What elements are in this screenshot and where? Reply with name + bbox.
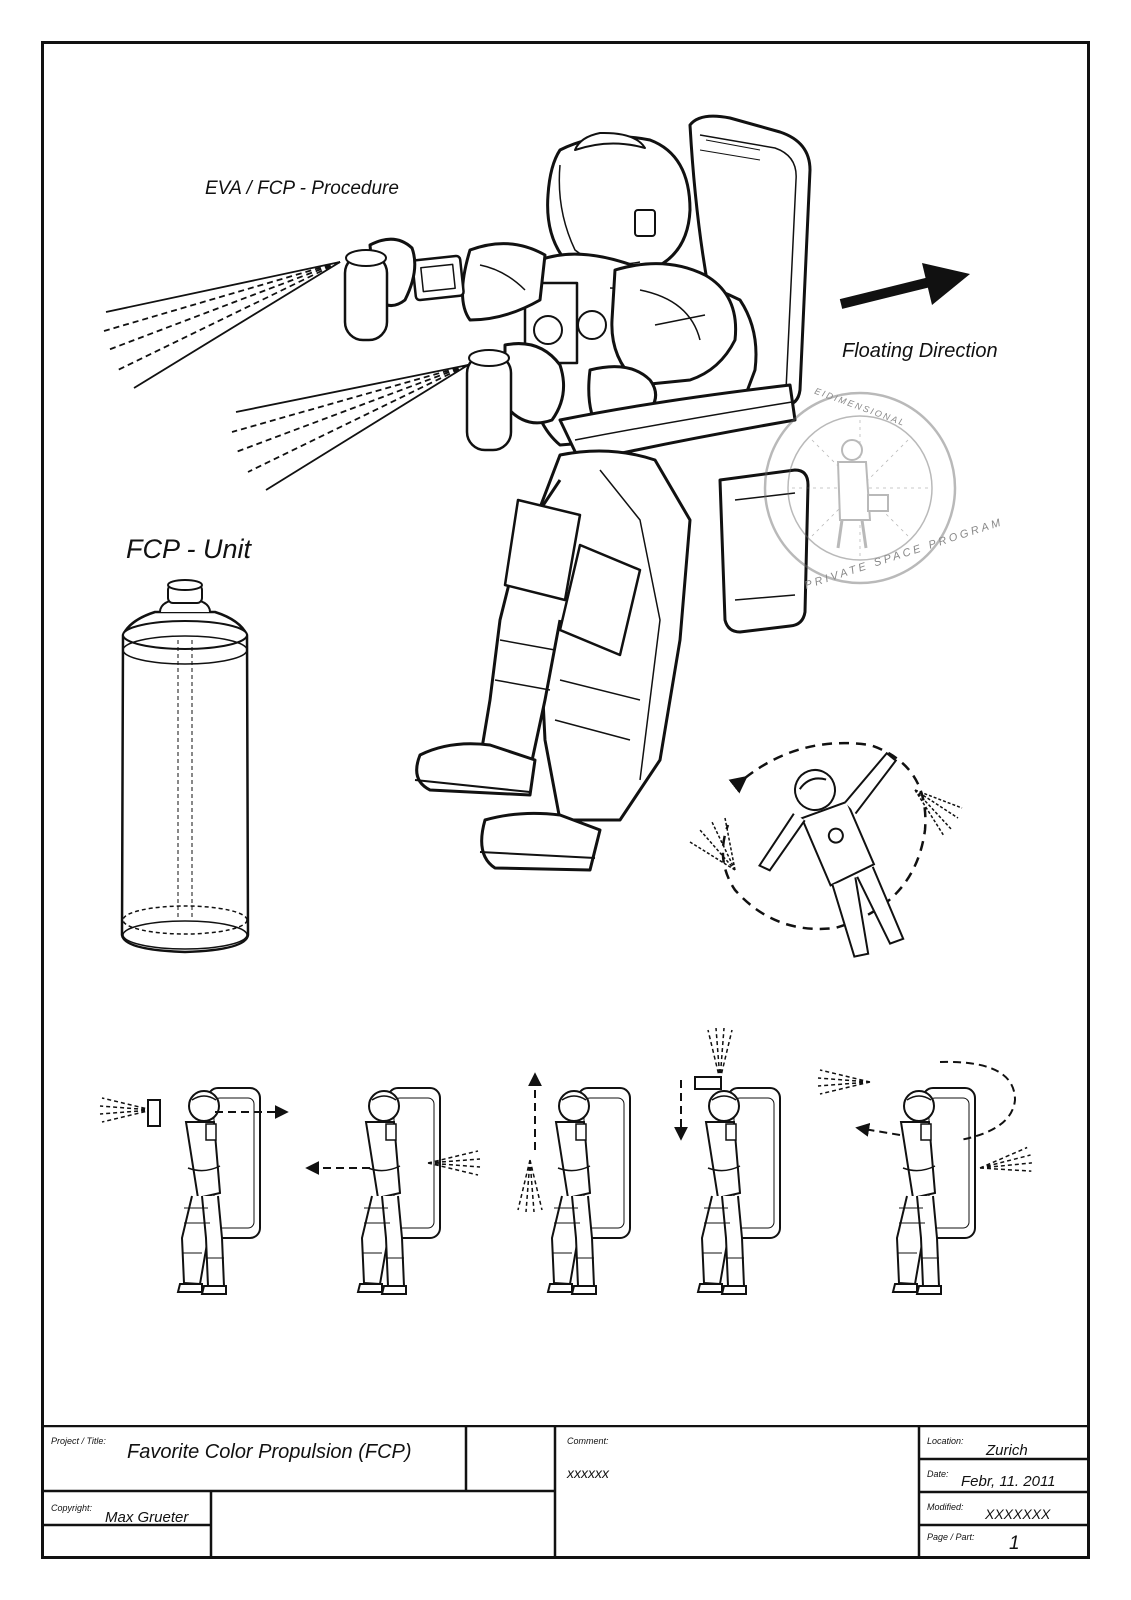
drawing-sheet-border [41,41,1090,1559]
title-block-grid [41,1425,1090,1559]
procedure-label: EVA / FCP - Procedure [205,178,399,199]
comment-caption: Comment: [567,1436,609,1446]
date-caption: Date: [927,1469,949,1479]
project-title: Favorite Color Propulsion (FCP) [127,1441,412,1463]
page-value: 1 [1009,1533,1020,1554]
rotating-astronaut-diagram [689,741,963,958]
date-value: Febr, 11. 2011 [961,1473,1056,1490]
copyright-value: Max Grueter [105,1509,189,1526]
maneuver-sequence [99,1027,1035,1295]
page-caption: Page / Part: [927,1532,975,1542]
main-spray-upper [103,261,341,389]
floating-direction-label: Floating Direction [842,340,998,362]
fcp-unit-can [120,579,250,954]
floating-direction-arrow [839,263,970,309]
location-caption: Location: [927,1436,964,1446]
modified-caption: Modified: [927,1502,964,1512]
title-block: Project / Title: Favorite Color Propulsi… [41,1425,1090,1559]
main-spray-lower [231,364,469,491]
private-space-program-seal [763,391,957,585]
location-value: Zurich [986,1442,1028,1459]
modified-value: XXXXXXX [985,1506,1051,1522]
fcp-unit-label: FCP - Unit [126,534,252,564]
copyright-caption: Copyright: [51,1503,93,1513]
project-caption: Project / Title: [51,1436,106,1446]
comment-value: xxxxxx [567,1465,609,1481]
main-astronaut [343,114,812,872]
